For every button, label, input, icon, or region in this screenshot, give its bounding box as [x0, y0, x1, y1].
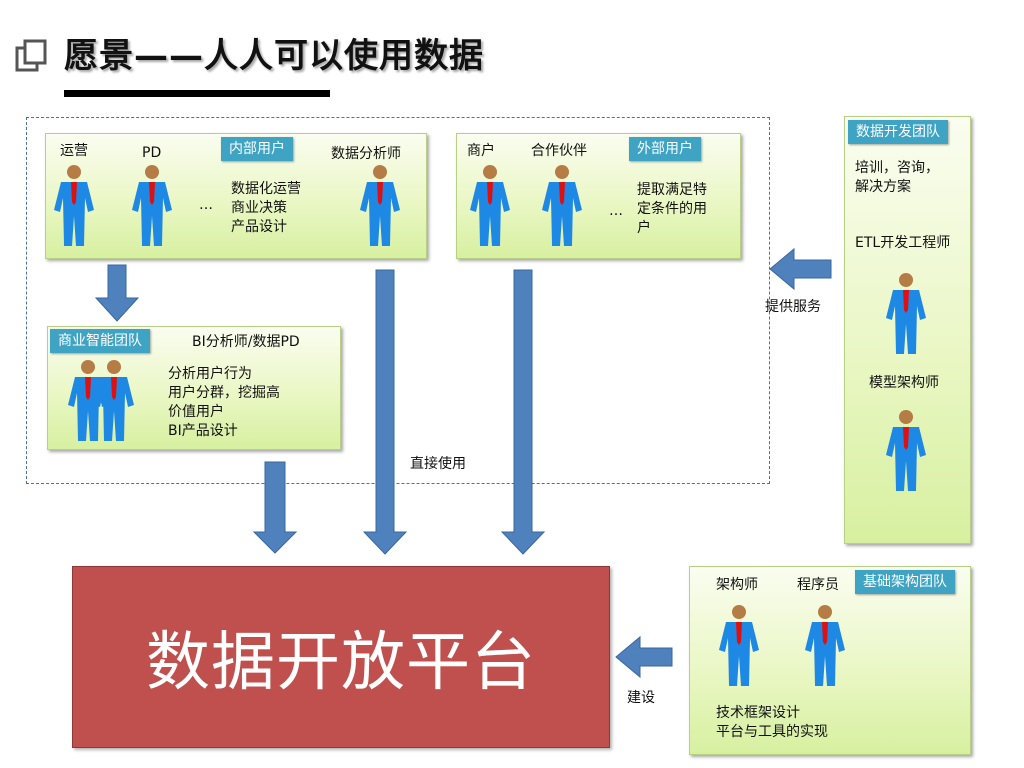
person-icon	[884, 268, 928, 360]
arrow-dev-to-users	[769, 247, 832, 291]
role-partner: 合作伙伴	[531, 143, 587, 159]
external-users-tag: 外部用户	[629, 137, 701, 161]
person-icon	[358, 160, 402, 252]
role-merchant: 商户	[467, 143, 495, 159]
person-icon	[92, 355, 136, 447]
bi-role: BI分析师/数据PD	[192, 334, 300, 350]
internal-users-desc: 数据化运营 商业决策 产品设计	[231, 181, 301, 235]
page-title: 愿景——人人可以使用数据	[64, 36, 484, 76]
role-etl-engineer: ETL开发工程师	[855, 235, 951, 251]
data-platform-label: 数据开放平台	[146, 626, 536, 700]
bi-team-tag: 商业智能团队	[50, 329, 150, 353]
ellipsis: …	[609, 203, 623, 219]
internal-users-panel: 内部用户 运营 PD 数据分析师 … 数据化运营 商业决策 产品设计	[45, 133, 427, 259]
arrow-analyst-to-platform	[362, 269, 408, 555]
user-region	[26, 117, 770, 484]
external-users-panel: 外部用户 商户 合作伙伴 … 提取满足特 定条件的用 户	[456, 133, 741, 259]
role-operations: 运营	[60, 143, 88, 159]
data-platform: 数据开放平台	[72, 566, 610, 748]
title-icon	[15, 39, 47, 72]
arrow-external-to-platform	[500, 269, 546, 555]
role-model-architect: 模型架构师	[869, 375, 939, 391]
data-dev-team-desc: 培训，咨询， 解决方案	[855, 160, 939, 195]
arrow-internal-to-bi	[94, 264, 140, 322]
role-architect: 架构师	[716, 577, 758, 593]
arrow-bi-to-platform	[252, 461, 298, 554]
ellipsis: …	[199, 197, 213, 213]
person-icon	[540, 160, 584, 252]
person-icon	[717, 600, 761, 692]
role-pd: PD	[142, 145, 162, 161]
role-data-analyst: 数据分析师	[331, 146, 401, 162]
external-users-desc: 提取满足特 定条件的用 户	[637, 182, 707, 236]
infra-team-tag: 基础架构团队	[855, 570, 955, 594]
infra-team-desc: 技术框架设计 平台与工具的实现	[716, 705, 828, 740]
person-icon	[803, 600, 847, 692]
build-label: 建设	[627, 690, 655, 706]
bi-team-desc: 分析用户行为 用户分群，挖掘高 价值用户 BI产品设计	[168, 366, 280, 439]
role-programmer: 程序员	[797, 577, 839, 593]
person-icon	[130, 160, 174, 252]
person-icon	[468, 160, 512, 252]
person-icon	[884, 405, 928, 497]
data-dev-team-tag: 数据开发团队	[848, 120, 948, 144]
internal-users-tag: 内部用户	[221, 137, 293, 161]
person-icon	[52, 160, 96, 252]
provide-service-label: 提供服务	[765, 299, 821, 315]
title-underline	[64, 90, 330, 97]
arrow-infra-to-platform	[615, 635, 673, 679]
direct-use-label: 直接使用	[410, 456, 466, 472]
